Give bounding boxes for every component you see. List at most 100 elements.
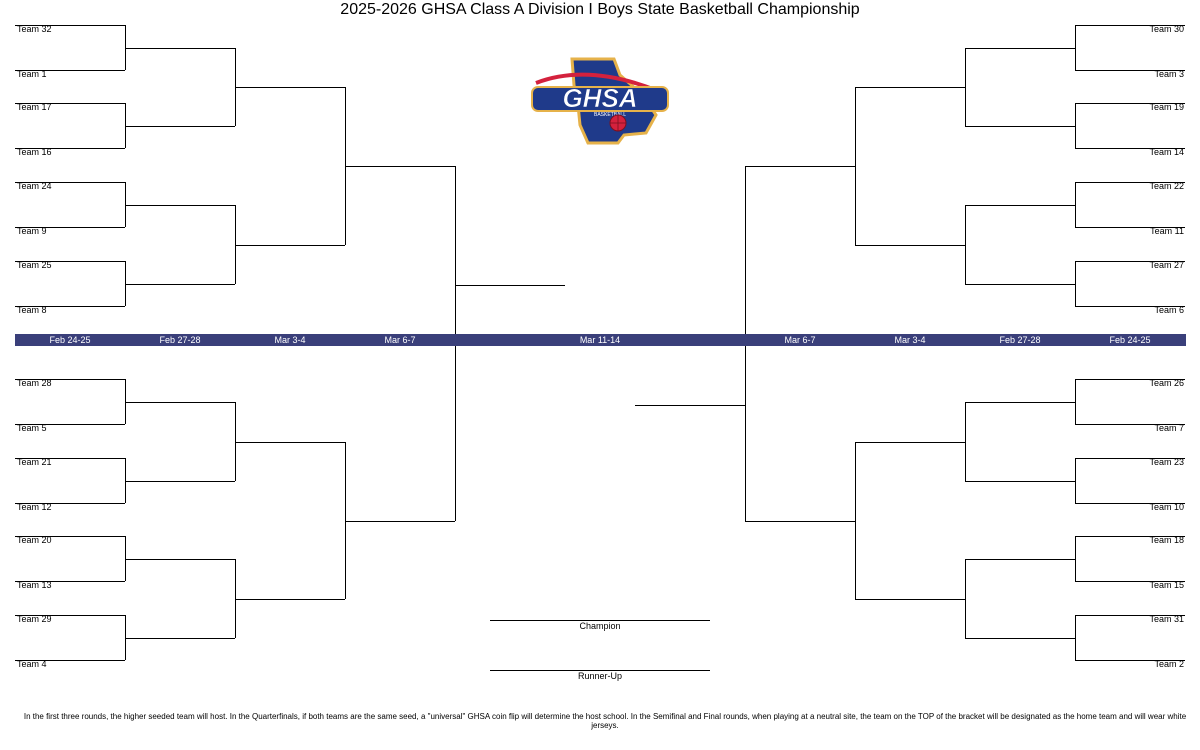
team-label: Team 22 [1149, 181, 1184, 191]
team-line [1075, 581, 1185, 582]
winner-line [965, 481, 1075, 482]
team-line [1075, 182, 1185, 183]
team-line [15, 227, 125, 228]
team-label: Team 5 [17, 423, 47, 433]
round-date-bar [15, 334, 1186, 346]
round-date-left-4: Mar 6-7 [384, 335, 416, 345]
bracket-connector [1075, 182, 1076, 227]
winner-line [125, 638, 235, 639]
bracket-connector [965, 205, 966, 284]
bracket-connector [1075, 536, 1076, 581]
team-line [1075, 615, 1185, 616]
team-label: Team 7 [1154, 423, 1184, 433]
bracket-connector [1075, 615, 1076, 660]
winner-line [965, 559, 1075, 560]
round-date-right-1: Feb 24-25 [1109, 335, 1151, 345]
bracket-connector [235, 205, 236, 284]
logo-banner [531, 86, 669, 112]
bracket-connector [1075, 261, 1076, 306]
team-label: Team 23 [1149, 457, 1184, 467]
team-line [15, 660, 125, 661]
team-line [1075, 306, 1185, 307]
team-line [15, 615, 125, 616]
team-label: Team 9 [17, 226, 47, 236]
team-label: Team 3 [1154, 69, 1184, 79]
bracket-connector [125, 182, 126, 227]
team-line [1075, 503, 1185, 504]
winner-line [235, 599, 345, 600]
winner-line [125, 205, 235, 206]
team-line [15, 536, 125, 537]
team-line [15, 148, 125, 149]
logo-subtext: BASKETBALL [594, 112, 626, 118]
team-line [1075, 227, 1185, 228]
team-label: Team 15 [1149, 580, 1184, 590]
team-line [1075, 261, 1185, 262]
team-label: Team 24 [17, 181, 52, 191]
team-line [15, 424, 125, 425]
team-line [1075, 148, 1185, 149]
winner-line [345, 521, 455, 522]
team-label: Team 26 [1149, 378, 1184, 388]
team-label: Team 19 [1149, 102, 1184, 112]
bracket-connector [1075, 25, 1076, 70]
final-line-right [635, 405, 745, 406]
team-label: Team 11 [1150, 226, 1184, 236]
team-line [15, 306, 125, 307]
team-label: Team 27 [1149, 260, 1184, 270]
winner-line [745, 521, 855, 522]
team-line [1075, 458, 1185, 459]
team-label: Team 6 [1154, 305, 1184, 315]
team-label: Team 2 [1154, 659, 1184, 669]
round-date-left-2: Feb 27-28 [159, 335, 201, 345]
round-date-final: Mar 11-14 [579, 335, 621, 345]
team-label: Team 10 [1149, 502, 1184, 512]
runner-up-line [490, 670, 710, 671]
team-line [1075, 660, 1185, 661]
bracket-connector [345, 442, 346, 599]
winner-line [125, 284, 235, 285]
team-line [15, 261, 125, 262]
winner-line [235, 87, 345, 88]
winner-line [965, 48, 1075, 49]
winner-line [965, 205, 1075, 206]
bracket-connector [125, 536, 126, 581]
bracket-connector [235, 559, 236, 638]
team-line [15, 70, 125, 71]
team-line [15, 25, 125, 26]
bracket-connector [855, 442, 856, 599]
team-label: Team 21 [17, 457, 52, 467]
winner-line [965, 638, 1075, 639]
bracket-connector [125, 261, 126, 306]
team-label: Team 4 [17, 659, 47, 669]
bracket-connector [235, 402, 236, 481]
winner-line [125, 559, 235, 560]
team-line [1075, 70, 1185, 71]
winner-line [965, 126, 1075, 127]
bracket-connector [965, 402, 966, 481]
team-label: Team 18 [1149, 535, 1184, 545]
team-label: Team 12 [17, 502, 52, 512]
bracket-connector [125, 458, 126, 503]
winner-line [125, 48, 235, 49]
team-line [1075, 424, 1185, 425]
winner-line [965, 402, 1075, 403]
team-label: Team 29 [17, 614, 52, 624]
winner-line [855, 245, 965, 246]
swoosh-shape [535, 72, 659, 93]
bracket-connector [125, 103, 126, 148]
winner-line [125, 126, 235, 127]
team-line [1075, 379, 1185, 380]
team-label: Team 8 [17, 305, 47, 315]
runner-up-label: Runner-Up [577, 671, 623, 681]
winner-line [235, 245, 345, 246]
team-line [15, 503, 125, 504]
team-label: Team 20 [17, 535, 52, 545]
bracket-connector [965, 48, 966, 126]
logo-wordmark: GHSA [562, 83, 637, 113]
team-label: Team 17 [17, 102, 52, 112]
team-line [15, 103, 125, 104]
team-line [15, 458, 125, 459]
round-date-left-3: Mar 3-4 [274, 335, 306, 345]
